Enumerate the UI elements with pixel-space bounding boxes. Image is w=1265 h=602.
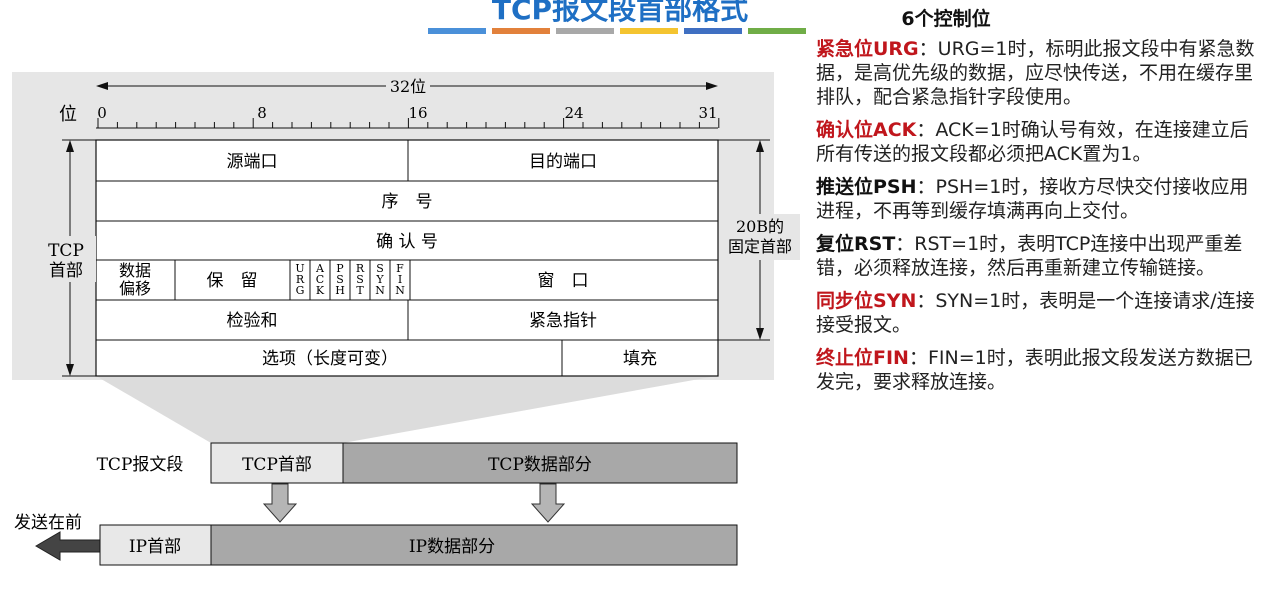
down-arrow-icon — [530, 483, 566, 523]
field-data-offset-1: 数据 — [119, 261, 151, 280]
control-bit-description: ：PSH=1时，接收方尽快交付接收应用进程，不再等到缓存填满再向上交付。 — [816, 176, 1249, 222]
tcp-data-label: TCP数据部分 — [488, 455, 592, 475]
control-bit-description: ：URG=1时，标明此报文段中有紧急数据，是高优先级的数据，应尽快传送，不用在缓… — [816, 38, 1255, 108]
tick-label-31: 31 — [698, 104, 717, 122]
bit-axis-label: 位 — [59, 104, 77, 125]
control-bit-description: ：ACK=1时确认号有效，在连接建立后所有传送的报文段都必须把ACK置为1。 — [816, 119, 1249, 165]
stripe-6 — [748, 28, 806, 34]
field-src-port: 源端口 — [227, 152, 278, 172]
stripe-1 — [428, 28, 486, 34]
header-table — [95, 139, 719, 377]
control-bit-item: 复位RST：RST=1时，表明TCP连接中出现严重差错，必须释放连接，然后再重新… — [816, 232, 1256, 280]
page-title: TCP报文段首部格式 — [491, 0, 749, 26]
control-bit-item: 紧急位URG：URG=1时，标明此报文段中有紧急数据，是高优先级的数据，应尽快传… — [816, 37, 1256, 109]
field-seq: 序 号 — [382, 192, 433, 212]
control-bits-panel: 6个控制位 紧急位URG：URG=1时，标明此报文段中有紧急数据，是高优先级的数… — [816, 4, 1256, 403]
ip-header-label: IP首部 — [129, 537, 181, 557]
field-options: 选项（长度可变） — [262, 349, 398, 369]
tcp-header-box — [210, 442, 344, 484]
projection-shape — [96, 376, 716, 443]
ip-data-box — [210, 524, 738, 566]
control-bit-item: 终止位FIN：FIN=1时，表明此报文段发送方数据已发完，要求释放连接。 — [816, 346, 1256, 394]
control-bit-label: 紧急位URG — [816, 38, 919, 60]
control-bit-label: 确认位ACK — [816, 119, 917, 141]
width-arrow-right — [706, 82, 718, 90]
control-bit-item: 推送位PSH：PSH=1时，接收方尽快交付接收应用进程，不再等到缓存填满再向上交… — [816, 175, 1256, 223]
field-ack: 确 认 号 — [376, 232, 438, 252]
stripe-3 — [556, 28, 614, 34]
segment-label: TCP报文段 — [97, 455, 184, 475]
side-label-fixed-1: 20B的 — [736, 217, 784, 236]
ip-header-box — [99, 524, 212, 566]
tick-label-8: 8 — [257, 104, 267, 122]
down-arrow-icon — [262, 483, 298, 523]
field-reserved: 保 留 — [207, 271, 258, 291]
stripe-2 — [492, 28, 550, 34]
width-arrow-left — [96, 82, 108, 90]
field-window: 窗 口 — [538, 271, 589, 291]
control-bit-label: 复位RST — [816, 233, 896, 255]
send-first-label: 发送在前 — [14, 513, 82, 533]
tcp-data-box — [342, 442, 738, 484]
bit-ruler-ticks — [97, 118, 720, 128]
control-bit-label: 同步位SYN — [816, 290, 917, 312]
control-bit-label: 终止位FIN — [816, 347, 909, 369]
tick-label-16: 16 — [408, 104, 427, 122]
header-grid — [96, 140, 718, 376]
stripe-4 — [620, 28, 678, 34]
tick-label-0: 0 — [97, 104, 107, 122]
control-bits-list: 紧急位URG：URG=1时，标明此报文段中有紧急数据，是高优先级的数据，应尽快传… — [816, 37, 1256, 394]
side-label-fixed-2: 固定首部 — [728, 237, 792, 256]
tick-label-24: 24 — [564, 104, 583, 122]
control-bit-description: ：FIN=1时，表明此报文段发送方数据已发完，要求释放连接。 — [816, 347, 1253, 393]
left-arrow-icon — [35, 531, 101, 561]
control-bit-description: ：RST=1时，表明TCP连接中出现严重差错，必须释放连接，然后再重新建立传输链… — [816, 233, 1243, 279]
control-bit-item: 确认位ACK：ACK=1时确认号有效，在连接建立后所有传送的报文段都必须把ACK… — [816, 118, 1256, 166]
ip-data-label: IP数据部分 — [409, 537, 495, 557]
field-dst-port: 目的端口 — [529, 152, 597, 172]
stripe-5 — [684, 28, 742, 34]
tcp-header-label: TCP首部 — [242, 455, 312, 475]
side-label-tcp-header-2: 首部 — [49, 261, 83, 281]
control-bit-description: ：SYN=1时，表明是一个连接请求/连接接受报文。 — [816, 290, 1255, 336]
tcp-header-diagram: 32位 位 0 8 16 24 31 源端口 目的端口 序 号 确 认 号 数据… — [12, 72, 800, 566]
bits-label: 32位 — [390, 77, 426, 96]
field-padding: 填充 — [623, 349, 657, 369]
panel-heading: 6个控制位 — [901, 8, 991, 30]
control-bit-item: 同步位SYN：SYN=1时，表明是一个连接请求/连接接受报文。 — [816, 289, 1256, 337]
side-label-tcp-header-1: TCP — [48, 241, 84, 261]
field-urgent-pointer: 紧急指针 — [529, 311, 597, 331]
field-checksum: 检验和 — [227, 311, 278, 331]
field-data-offset-2: 偏移 — [119, 279, 151, 298]
control-bit-label: 推送位PSH — [816, 176, 917, 198]
